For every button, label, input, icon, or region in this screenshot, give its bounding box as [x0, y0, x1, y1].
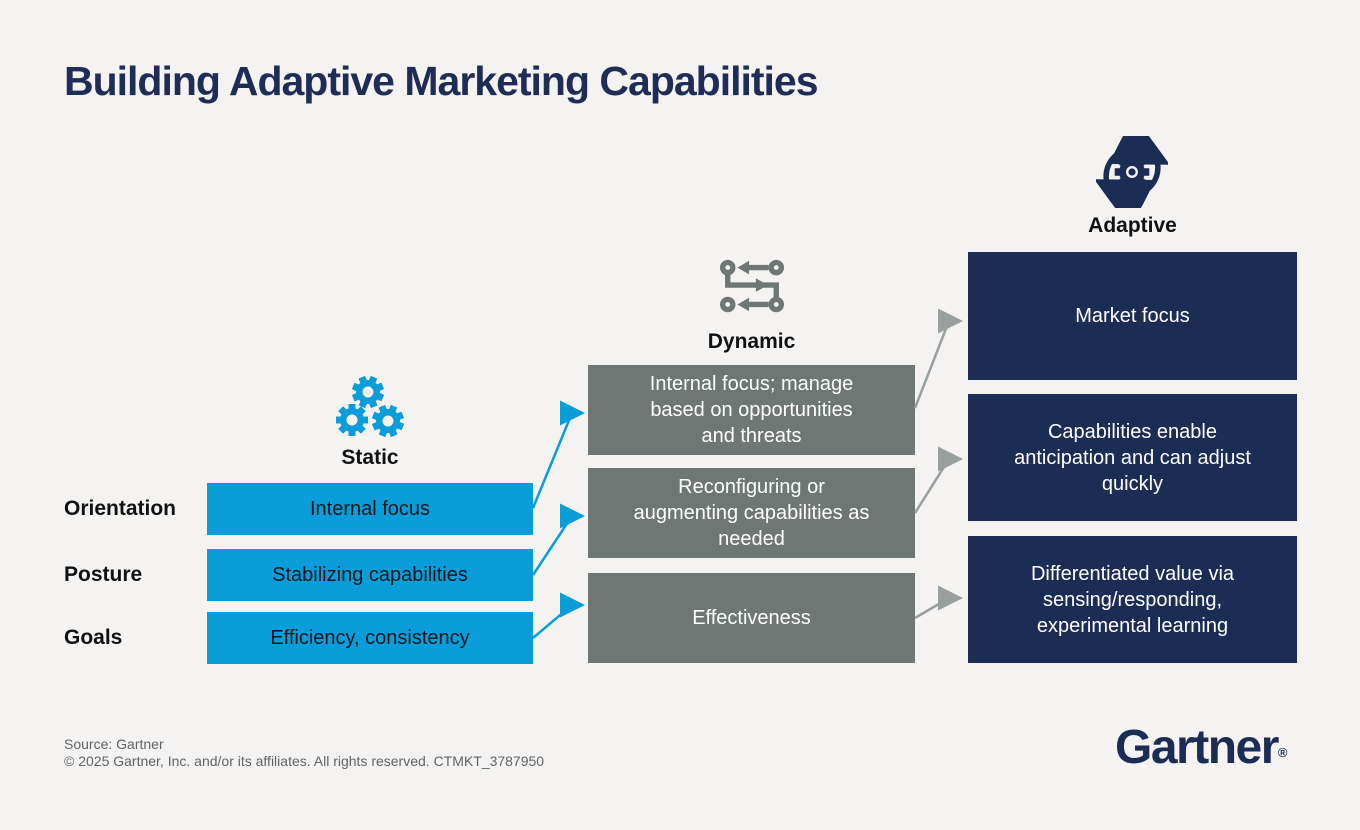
column-label-static: Static	[341, 446, 399, 469]
column-label-adaptive: Adaptive	[1088, 214, 1177, 237]
gartner-logo: Gartner®	[1115, 720, 1287, 775]
cycle-gear-icon	[1094, 115, 1170, 229]
row-label-orientation: Orientation	[64, 497, 177, 520]
registered-mark: ®	[1277, 745, 1288, 760]
flow-shuffle-icon	[719, 257, 785, 322]
dynamic-box-posture: Reconfiguring or augmenting capabilities…	[588, 468, 915, 558]
gartner-logo-text: Gartner	[1115, 721, 1279, 774]
row-label-goals: Goals	[64, 626, 123, 649]
arrow-static-to-dynamic-3	[532, 592, 585, 639]
dynamic-box-orientation: Internal focus; manage based on opportun…	[588, 365, 915, 455]
page-title: Building Adaptive Marketing Capabilities	[64, 58, 819, 104]
static-box-goals: Efficiency, consistency	[207, 612, 533, 664]
gears-icon	[330, 371, 410, 446]
dynamic-box-goals: Effectiveness	[588, 573, 915, 663]
static-box-posture: Stabilizing capabilities	[207, 549, 533, 601]
source-note: Source: Gartner	[64, 736, 164, 752]
arrow-static-to-dynamic-1	[531, 400, 585, 509]
arrow-dynamic-to-adaptive-3	[914, 585, 963, 620]
arrow-static-to-dynamic-2	[531, 503, 585, 576]
arrow-dynamic-to-adaptive-2	[913, 446, 963, 514]
static-box-orientation: Internal focus	[207, 483, 533, 535]
adaptive-box-posture: Capabilities enable anticipation and can…	[968, 394, 1297, 521]
row-label-posture: Posture	[64, 563, 143, 586]
copyright-note: © 2025 Gartner, Inc. and/or its affiliat…	[64, 753, 545, 769]
adaptive-box-goals: Differentiated value via sensing/respond…	[968, 536, 1297, 663]
adaptive-box-orientation: Market focus	[968, 252, 1297, 380]
arrow-dynamic-to-adaptive-1	[913, 308, 963, 409]
column-label-dynamic: Dynamic	[707, 330, 796, 353]
